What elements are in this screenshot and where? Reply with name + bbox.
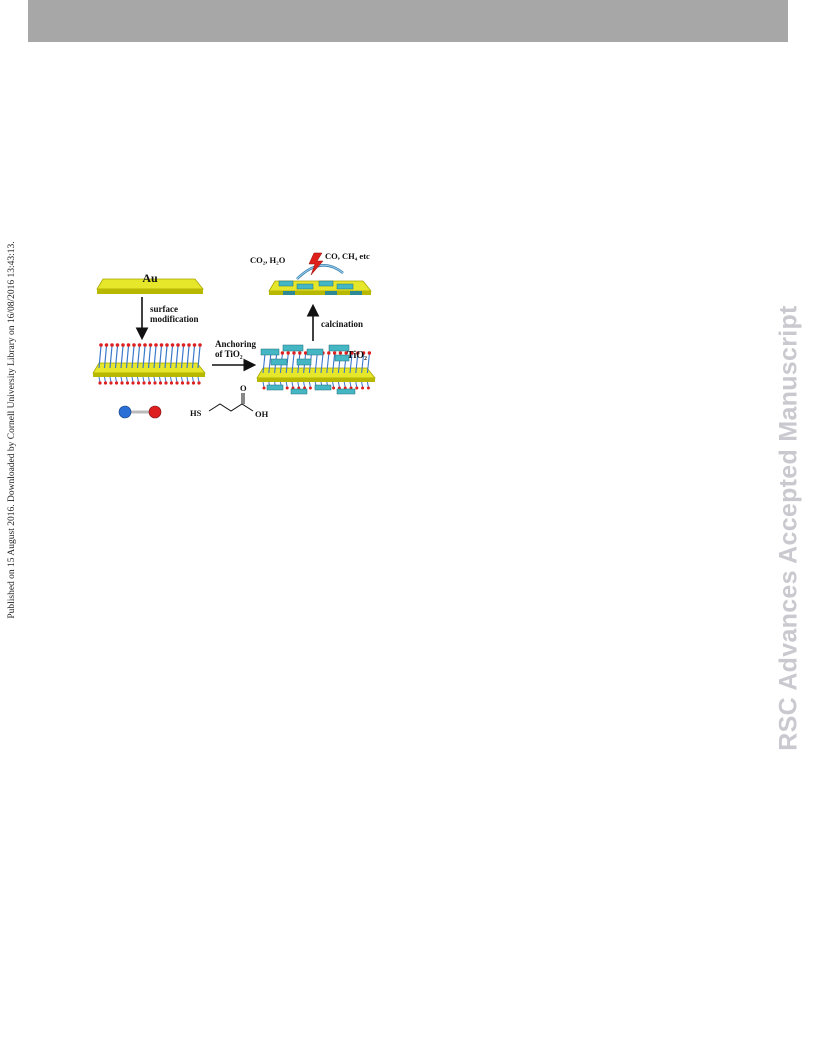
step2-label-line1: Anchoring bbox=[215, 339, 257, 349]
molecule-o: O bbox=[240, 383, 247, 393]
products-label: CO, CH₄ etc bbox=[325, 251, 370, 261]
light-bolt-icon bbox=[308, 252, 324, 276]
header-bar bbox=[28, 0, 788, 42]
reactants-label: CO₂, H₂O bbox=[250, 255, 286, 265]
step2-label-line2: of TiO₂ bbox=[215, 349, 243, 359]
reaction-arc bbox=[296, 264, 344, 280]
molecule-oh: OH bbox=[255, 409, 269, 419]
sam-plate bbox=[92, 343, 206, 385]
mercaptopropionic-acid-structure bbox=[208, 393, 254, 412]
molecule-legend-icon bbox=[118, 405, 162, 419]
anchored-plate bbox=[256, 344, 376, 395]
au-label: Au bbox=[142, 271, 158, 285]
calcined-plate bbox=[268, 280, 372, 295]
watermark: RSC Advances Accepted Manuscript bbox=[774, 305, 803, 751]
tio2-label: TiO₂ bbox=[347, 350, 367, 361]
step1-label-line1: surface bbox=[150, 304, 178, 314]
publication-note: Published on 15 August 2016. Downloaded … bbox=[7, 241, 17, 619]
molecule-hs: HS bbox=[190, 408, 202, 418]
scheme-figure: Au surface modification Anchoring of TiO… bbox=[85, 245, 390, 430]
step1-label-line2: modification bbox=[150, 314, 199, 324]
scheme-drawing: Au surface modification Anchoring of TiO… bbox=[92, 251, 376, 419]
gold-plate bbox=[96, 278, 204, 294]
step3-label: calcination bbox=[321, 319, 363, 329]
